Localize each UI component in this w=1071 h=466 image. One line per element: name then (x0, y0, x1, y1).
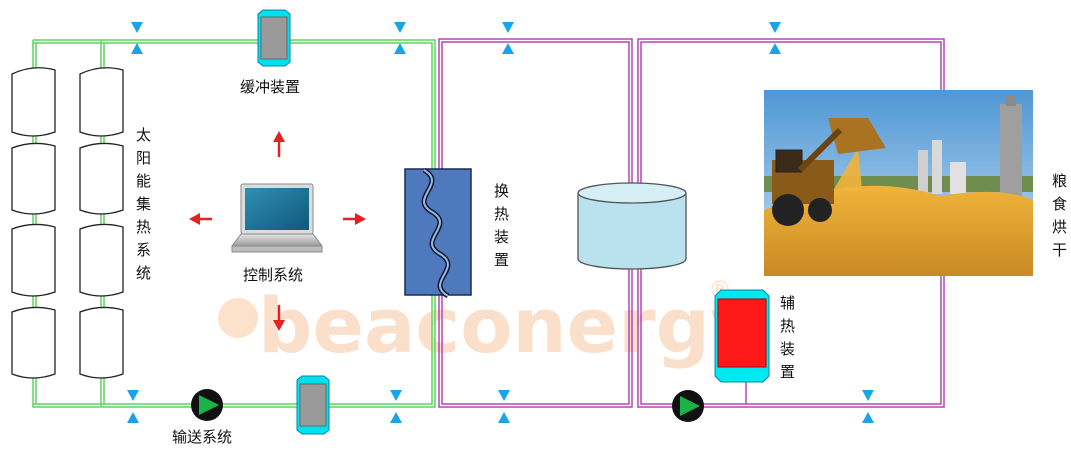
laptop-icon (231, 183, 323, 253)
buffer-tank-bottom (296, 375, 330, 435)
heat-exchanger (404, 167, 472, 299)
pump-icon (672, 390, 704, 422)
buffer-label: 缓冲装置 (240, 78, 300, 96)
grain-drying-text: 粮食烘干 (1052, 172, 1067, 259)
valve-icon (394, 22, 406, 54)
solar-collector-array (11, 67, 124, 379)
solar-collector-text: 太阳能集热系统 (136, 126, 151, 282)
solar-collector-label: 太阳能集热系统 (136, 126, 151, 282)
control-arrows (189, 131, 366, 331)
watermark: beaconergy ® (218, 276, 760, 370)
aux-heater (714, 289, 770, 383)
valve-icon (390, 390, 402, 423)
valve-icon (498, 390, 510, 423)
transport-label: 输送系统 (172, 428, 232, 446)
heat-exchanger-text: 换热装置 (494, 182, 509, 269)
storage-tank (577, 182, 687, 270)
valves (127, 22, 874, 423)
valve-icon (769, 22, 781, 54)
pump-icon (191, 389, 223, 421)
control-label: 控制系统 (243, 266, 303, 284)
valve-icon (131, 22, 143, 54)
grain-pile-photo (764, 90, 1033, 276)
aux-heater-text: 辅热装置 (780, 294, 795, 381)
valve-icon (862, 390, 874, 423)
watermark-text: beaconergy (258, 281, 760, 370)
valve-icon (502, 22, 514, 54)
valve-icon (127, 390, 139, 423)
buffer-tank-top (257, 9, 291, 67)
